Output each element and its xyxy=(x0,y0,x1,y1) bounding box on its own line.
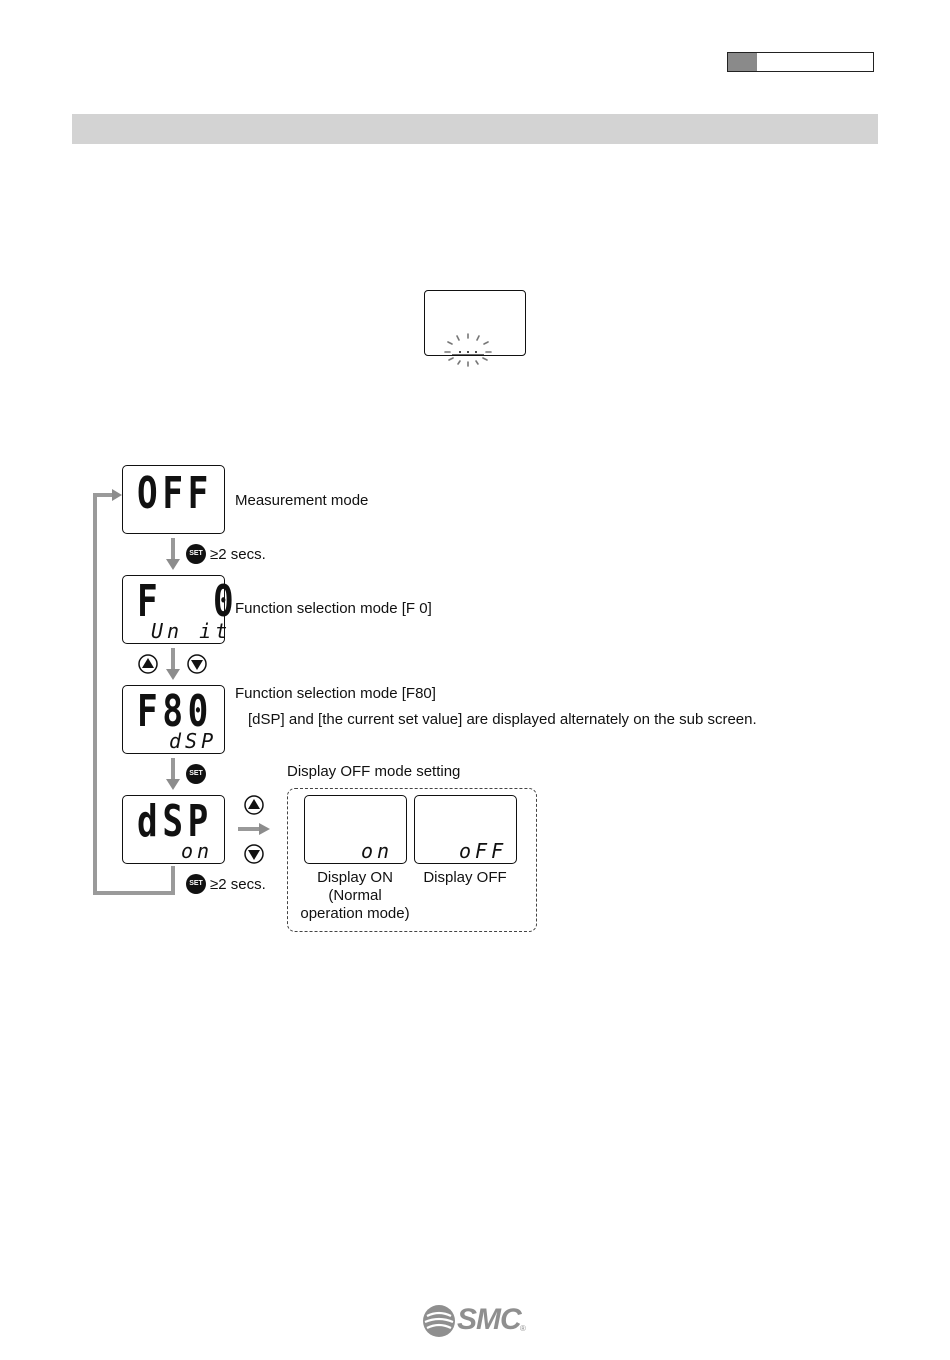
smc-logo-icon xyxy=(423,1305,455,1337)
down-arrow-icon xyxy=(166,538,180,570)
up-button-icon xyxy=(138,654,158,674)
measurement-label: Measurement mode xyxy=(235,492,369,509)
set-button-icon: SET xyxy=(186,544,206,564)
lcd-main-text: F 0 xyxy=(137,576,239,627)
lcd-sub-text: oFF xyxy=(459,839,508,863)
footer-registered-mark: ® xyxy=(520,1324,526,1333)
down-arrow-icon xyxy=(166,758,180,790)
display-on-caption: Display ON (Normal operation mode) xyxy=(295,869,415,923)
lcd-main-text: F80 xyxy=(137,686,214,737)
footer-logo-text: SMC xyxy=(457,1303,522,1336)
lcd-dsp: dSP on xyxy=(122,795,225,864)
up-button-icon xyxy=(244,795,264,815)
f80-note: [dSP] and [the current set value] are di… xyxy=(248,711,757,728)
down-button-icon xyxy=(244,844,264,864)
caption-line: operation mode) xyxy=(300,905,410,922)
lcd-f80: F80 dSP xyxy=(122,685,225,754)
lcd-f0: F 0 Un it xyxy=(122,575,234,644)
lcd-measurement: OFF xyxy=(122,465,225,534)
caption-line: (Normal xyxy=(328,887,382,904)
lcd-sub-text: Un it xyxy=(151,619,232,643)
header-tab-marker xyxy=(728,53,757,71)
offmode-title: Display OFF mode setting xyxy=(287,763,461,780)
section-band xyxy=(72,114,878,144)
blink-indicator-icon xyxy=(444,333,492,367)
lcd-main-text: dSP xyxy=(137,796,214,847)
lcd-display-off: oFF xyxy=(414,795,517,864)
f0-label: Function selection mode [F 0] xyxy=(235,600,432,617)
lcd-main-text: OFF xyxy=(137,468,214,519)
set-button-icon: SET xyxy=(186,764,206,784)
caption-line: Display ON xyxy=(317,869,393,886)
duration-label: ≥2 secs. xyxy=(210,546,266,563)
header-tab xyxy=(727,52,874,72)
offmode-panel xyxy=(287,788,537,932)
lcd-sub-text: on xyxy=(181,839,214,863)
lcd-sub-text: dSP xyxy=(169,729,218,753)
down-arrow-icon xyxy=(166,648,180,680)
flow-connectors xyxy=(93,489,270,895)
right-arrow-icon xyxy=(238,823,270,835)
duration-label: ≥2 secs. xyxy=(210,876,266,893)
f80-label: Function selection mode [F80] xyxy=(235,685,436,702)
down-button-icon xyxy=(187,654,207,674)
set-button-icon: SET xyxy=(186,874,206,894)
lcd-sub-text: on xyxy=(361,839,394,863)
display-off-caption: Display OFF xyxy=(423,869,507,886)
lcd-display-on: on xyxy=(304,795,407,864)
